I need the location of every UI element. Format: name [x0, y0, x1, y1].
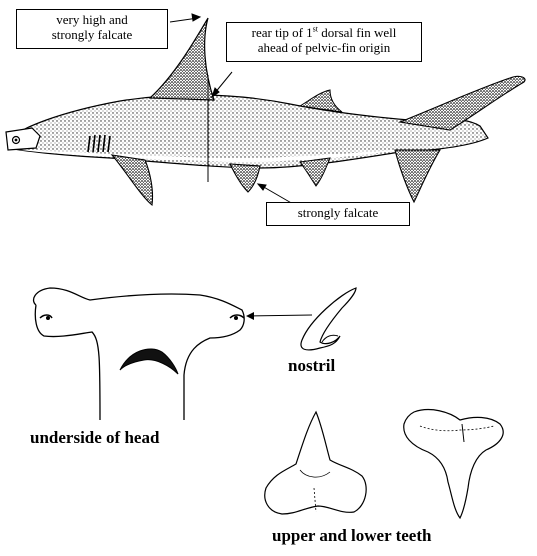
hammer-head: [6, 128, 40, 150]
caption-teeth: upper and lower teeth: [272, 526, 431, 546]
upper-tooth: [265, 412, 366, 514]
callout-dorsal-tip-suffix: dorsal fin well: [318, 25, 396, 40]
mouth: [120, 349, 178, 374]
callout-dorsal-tip-line2: ahead of pelvic-fin origin: [258, 40, 390, 55]
caudal-fin-upper: [400, 76, 525, 130]
caption-nostril: nostril: [288, 356, 335, 376]
eye-pupil: [15, 139, 18, 142]
callout-dorsal-height-line2: strongly falcate: [52, 27, 133, 42]
callout-dorsal-height: very high and strongly falcate: [16, 9, 168, 49]
anal-fin: [300, 158, 330, 186]
callout-pelvic-text: strongly falcate: [298, 205, 379, 220]
callout-dorsal-height-line1: very high and: [56, 12, 127, 27]
callout-dorsal-tip: rear tip of 1st dorsal fin well ahead of…: [226, 22, 422, 62]
pelvic-fin: [230, 164, 260, 192]
callout-dorsal-tip-prefix: rear tip of 1: [252, 25, 313, 40]
caption-head: underside of head: [30, 428, 159, 448]
lower-tooth: [404, 410, 503, 518]
callout-pelvic: strongly falcate: [266, 202, 410, 226]
left-nostril-mark: [40, 315, 52, 318]
head-underside: [34, 288, 312, 420]
nostril-detail: [301, 288, 356, 350]
caudal-fin-lower: [395, 150, 440, 202]
pectoral-fin: [112, 155, 153, 205]
